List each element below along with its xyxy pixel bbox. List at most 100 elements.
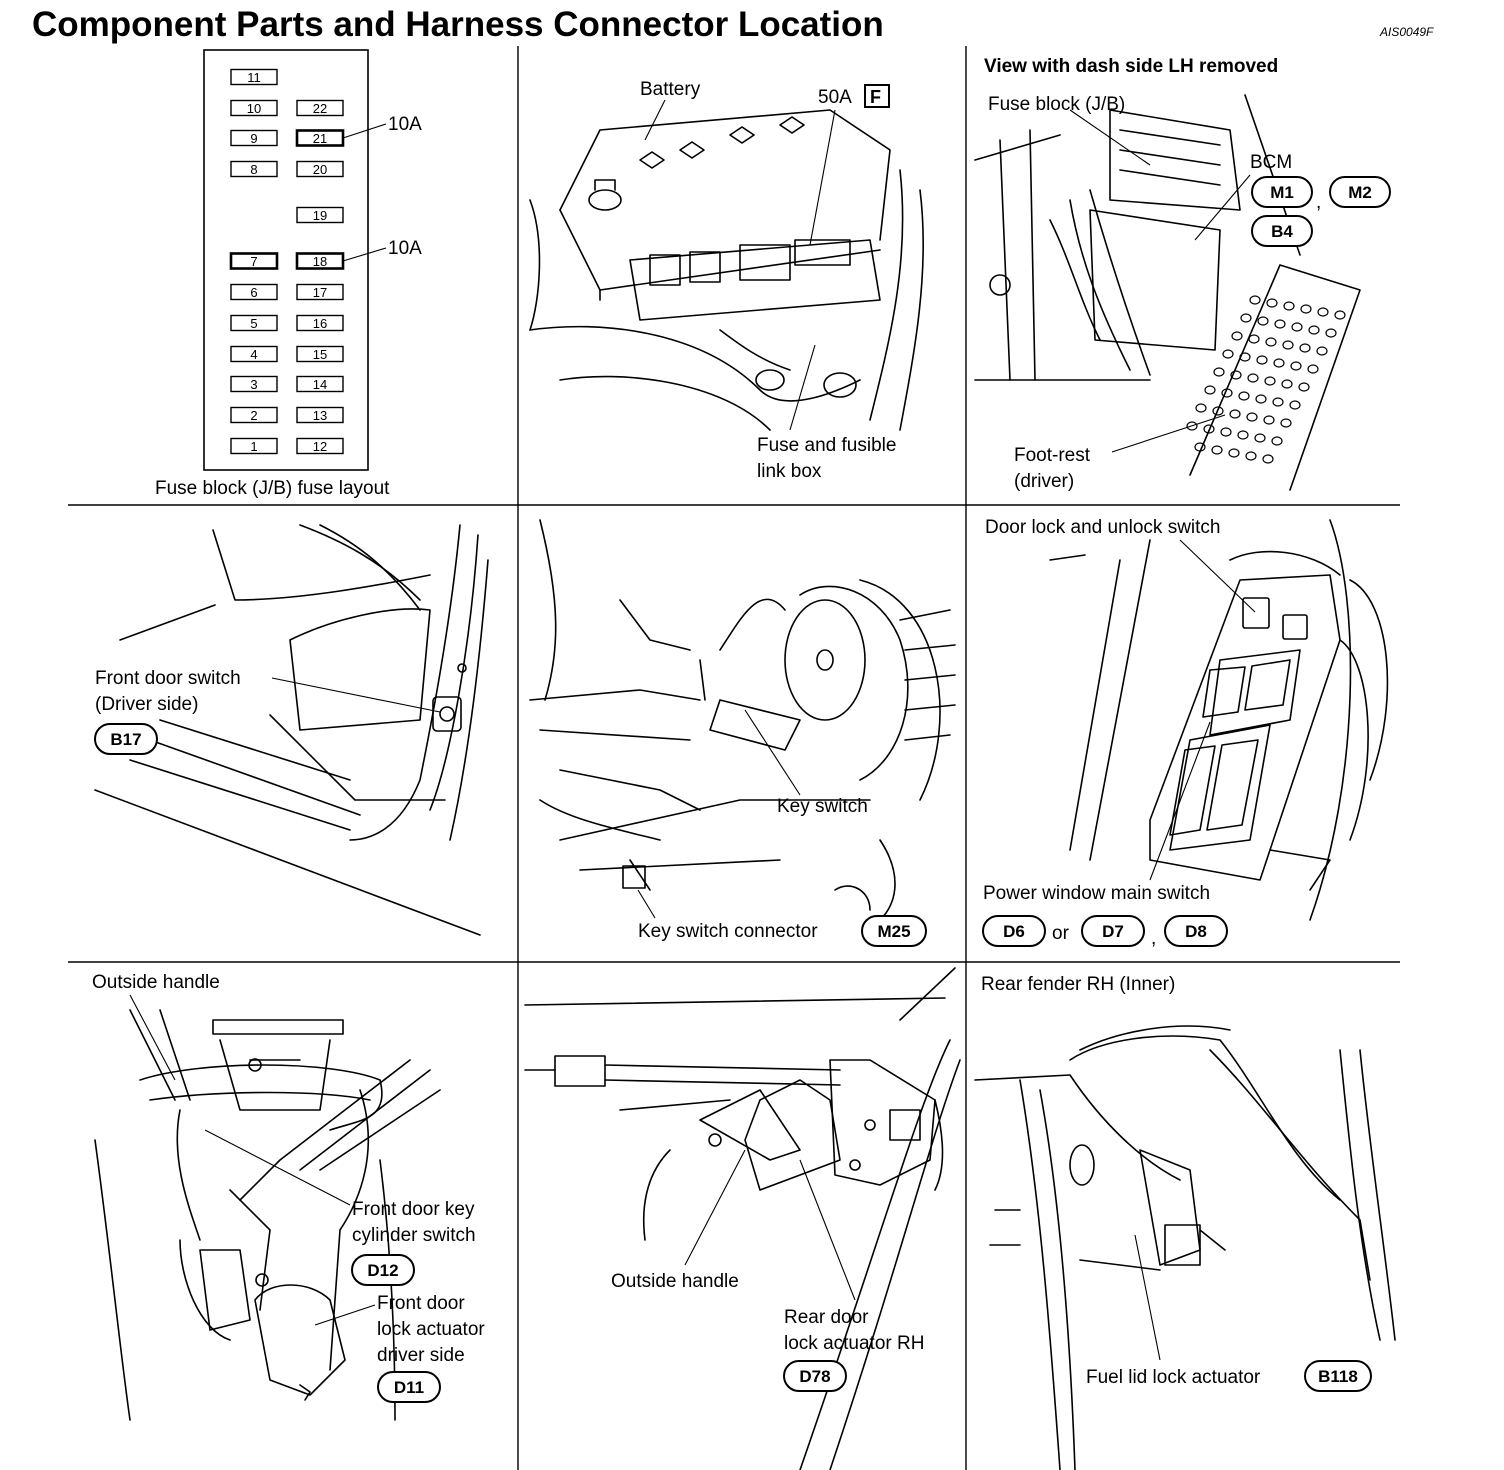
fuse-number: 12 [313,439,327,454]
connector-badge-b17: B17 [94,723,158,755]
bcm-label: BCM [1250,152,1292,173]
panel-rear-door: Outside handle Rear door lock actuator R… [524,967,961,1470]
fuse-slot-outline [229,252,279,270]
footrest-hole [1262,454,1274,464]
figure-code: AIS0049F [1379,25,1434,39]
fuse-number: 20 [313,162,327,177]
connector-badge-d6: D6 [982,915,1046,947]
connector-badge-m1: M1 [1251,176,1313,208]
footrest-hole [1289,400,1301,410]
connector-separator-pw: , [1151,928,1156,949]
fuse-number: 2 [250,408,257,423]
actuator-leader [314,1304,376,1326]
fuse-number: 14 [313,377,327,392]
footrest-hole [1255,394,1267,404]
fuse-number: 17 [313,285,327,300]
fuse-slot-outline [296,406,344,424]
footrest-hole [1245,451,1257,461]
fuse-slot-outline [296,314,344,332]
fuse-block-outline [203,49,369,471]
rear-outside-handle-leader [684,1149,746,1266]
fuse-slot-outline [230,68,278,86]
front-door-drawing [94,1009,441,1421]
footrest-hole [1325,328,1337,338]
footrest-hole [1212,406,1224,416]
key-connector-label: Key switch connector [638,921,818,942]
fuse-number: 1 [250,439,257,454]
footrest-hole [1281,379,1293,389]
footrest-hole [1240,313,1252,323]
fuse-slot-outline [230,375,278,393]
fuse-slot-outline [230,437,278,455]
connector-badge-m2: M2 [1329,176,1391,208]
footrest-hole [1186,421,1198,431]
fuse-number: 18 [313,254,327,269]
key-cyl-leader [204,1129,351,1206]
fuse-slot-outline [230,345,278,363]
footrest-hole [1274,319,1286,329]
fuse-slot-outline [230,99,278,117]
rear-actuator-label-1: Rear door [784,1307,869,1328]
footrest-hole [1221,388,1233,398]
connector-badge-b4: B4 [1251,215,1313,247]
fuse-box-label-2: link box [757,461,822,482]
rear-outside-handle-label: Outside handle [611,1271,739,1292]
panel-power-window: Door lock and unlock switch Power window… [982,517,1389,949]
door-switch-label-2: (Driver side) [95,694,198,715]
footrest-hole [1308,325,1320,335]
fuse-number: 6 [250,285,257,300]
svg-text:M1: M1 [1270,183,1294,202]
footrest-hole [1248,334,1260,344]
footrest-hole [1239,352,1251,362]
fuse-slot-outline [296,283,344,301]
front-outside-handle-label: Outside handle [92,972,220,993]
fuse-number: 13 [313,408,327,423]
footrest-hole [1272,397,1284,407]
leader-line-10a-upper [342,123,387,139]
footrest-holes [1186,295,1346,464]
footrest-hole [1211,445,1223,455]
fuse-slot-outline [230,160,278,178]
fuse-letter: F [870,87,881,107]
footrest-hole [1334,310,1346,320]
actuator-label-3: driver side [377,1345,465,1366]
fuse-number: 10 [247,101,261,116]
fuse-box-leader [789,344,816,431]
panel-front-door: Outside handle Front door key [92,972,485,1421]
key-cyl-label-1: Front door key [352,1199,475,1220]
panel-dash-side: View with dash side LH removed Fuse bloc… [974,56,1391,492]
footrest-hole [1231,331,1243,341]
bcm-leader [1194,174,1251,241]
fuse-slot-outline [296,375,344,393]
footrest-hole [1238,391,1250,401]
footrest-hole [1271,436,1283,446]
fuse-number: 9 [250,131,257,146]
footrest-leader [1111,414,1226,453]
window-switch-label: Power window main switch [983,883,1210,904]
window-switch-drawing [1049,519,1389,921]
rear-fender-heading: Rear fender RH (Inner) [981,974,1175,995]
footrest-hole [1282,340,1294,350]
fuse-slot-outline [296,160,344,178]
dash-drawing [974,94,1361,491]
footrest-hole [1195,403,1207,413]
svg-text:D11: D11 [394,1378,424,1397]
fuse-number: 19 [313,208,327,223]
svg-text:B17: B17 [110,730,141,749]
amp-label-lower: 10A [388,238,422,259]
fuse-slot-outline [296,345,344,363]
fuse-number: 7 [250,254,257,269]
fuse-number: 8 [250,162,257,177]
svg-text:B118: B118 [1318,1367,1358,1386]
leader-line-10a-lower [342,247,387,262]
dash-side-heading: View with dash side LH removed [984,56,1278,77]
fuse-number: 21 [313,131,327,146]
fuse-number: 15 [313,347,327,362]
fuse-number: 3 [250,377,257,392]
connector-separator: , [1316,192,1321,213]
door-lock-leader [1179,539,1256,613]
footrest-hole [1229,409,1241,419]
fuse-letter-box [864,84,890,108]
footrest-hole [1247,373,1259,383]
